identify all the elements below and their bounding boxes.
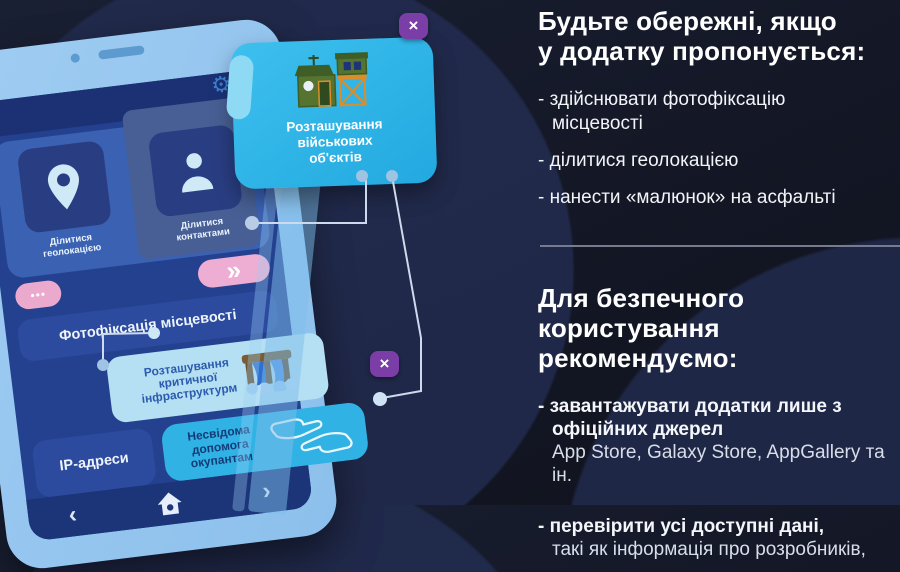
warning-item: - здійснювати фотофіксацію місцевості <box>538 88 900 136</box>
recommendation-list: - завантажувати додатки лише з офіційних… <box>538 395 900 561</box>
close-icon[interactable]: × <box>370 351 399 377</box>
tile-share-geolocation[interactable]: Ділитися геолокацією <box>6 138 129 278</box>
recommendation-item-main: - завантажувати додатки лише з офіційних… <box>538 395 900 441</box>
military-base-icon <box>292 49 374 116</box>
home-icon[interactable] <box>155 490 184 517</box>
warning-title: Будьте обережні, якщо у додатку пропонує… <box>538 6 900 66</box>
recommendation-title: Для безпечного користування рекомендуємо… <box>538 283 900 373</box>
infographic-canvas: { "right_panel": { "warning_title": "Буд… <box>0 0 900 505</box>
warning-item: - ділитися геолокацією <box>538 149 900 173</box>
phone-speaker <box>98 45 145 60</box>
tile-icon-box <box>17 140 113 234</box>
warning-list: - здійснювати фотофіксацію місцевості - … <box>538 88 900 210</box>
warning-section: Будьте обережні, якщо у додатку пропонує… <box>538 6 900 210</box>
phone-camera <box>70 53 80 63</box>
tile-label: Ділитися геолокацією <box>41 231 102 260</box>
close-icon[interactable]: × <box>399 13 428 39</box>
more-button[interactable]: ••• <box>14 279 63 310</box>
back-icon[interactable]: ‹ <box>66 495 79 536</box>
tile-label: Ділитися контактами <box>175 215 231 243</box>
recommendation-item-detail: такі як інформація про розробників, <box>538 538 900 561</box>
recommendation-item: - перевірити усі доступні дані, такі як … <box>538 515 900 561</box>
person-icon <box>173 146 218 195</box>
tile-icon-box <box>148 124 244 218</box>
recommendation-item-detail: App Store, Galaxy Store, AppGallery та і… <box>538 441 900 487</box>
recommendation-section: Для безпечного користування рекомендуємо… <box>538 283 900 561</box>
warning-item: - нанести «малюнок» на асфальті <box>538 186 900 210</box>
callout-wave-decoration <box>226 55 254 121</box>
military-objects-label: Розташування військових об'єктів <box>286 116 384 167</box>
recommendation-item-main: - перевірити усі доступні дані, <box>538 515 900 538</box>
military-objects-callout: Розташування військових об'єктів <box>231 37 438 190</box>
critical-infrastructure-label: Розташування критичної інфраструктурм <box>138 356 238 406</box>
section-divider <box>540 245 900 247</box>
location-pin-icon <box>44 161 86 213</box>
recommendation-item: - завантажувати додатки лише з офіційних… <box>538 395 900 487</box>
